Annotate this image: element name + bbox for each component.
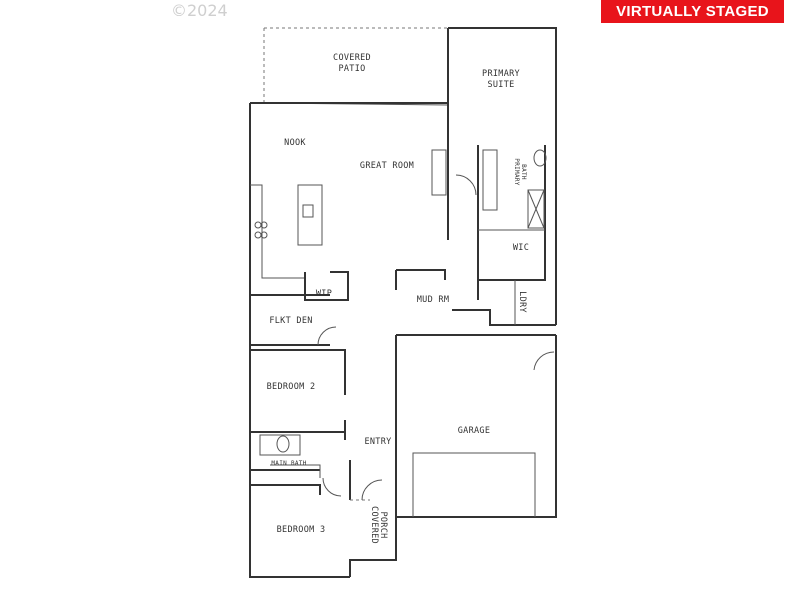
- label-great-room: GREAT ROOM: [360, 161, 414, 171]
- label-ldry: LDRY: [517, 291, 527, 313]
- room-labels: COVERED PATIO PRIMARY SUITE NOOK GREAT R…: [267, 53, 529, 544]
- label-covered-patio-2: PATIO: [338, 64, 365, 74]
- label-bedroom-2: BEDROOM 2: [267, 382, 316, 392]
- label-primary-bath-1: PRIMARY: [513, 158, 520, 185]
- label-covered-porch-1: COVERED: [369, 506, 379, 544]
- interior-walls: [250, 145, 556, 517]
- copyright-watermark: ©2024: [171, 1, 228, 20]
- virtually-staged-badge: VIRTUALLY STAGED: [601, 0, 784, 23]
- label-mud-rm: MUD RM: [417, 295, 450, 305]
- label-entry: ENTRY: [364, 437, 391, 447]
- label-garage: GARAGE: [458, 426, 491, 436]
- label-primary-suite-2: SUITE: [487, 80, 514, 90]
- label-primary-bath-2: BATH: [520, 164, 527, 180]
- label-wic: WIC: [513, 243, 529, 253]
- label-covered-porch-2: PORCH: [378, 511, 388, 538]
- label-bedroom-3: BEDROOM 3: [277, 525, 326, 535]
- label-primary-suite-1: PRIMARY: [482, 69, 520, 79]
- label-wip: WIP: [316, 289, 332, 299]
- label-covered-patio-1: COVERED: [333, 53, 371, 63]
- exterior-walls: [249, 27, 557, 578]
- kitchen-island: [297, 184, 323, 246]
- label-main-bath: MAIN BATH: [271, 460, 306, 467]
- label-nook: NOOK: [284, 138, 306, 148]
- label-flkt-den: FLKT DEN: [269, 316, 312, 326]
